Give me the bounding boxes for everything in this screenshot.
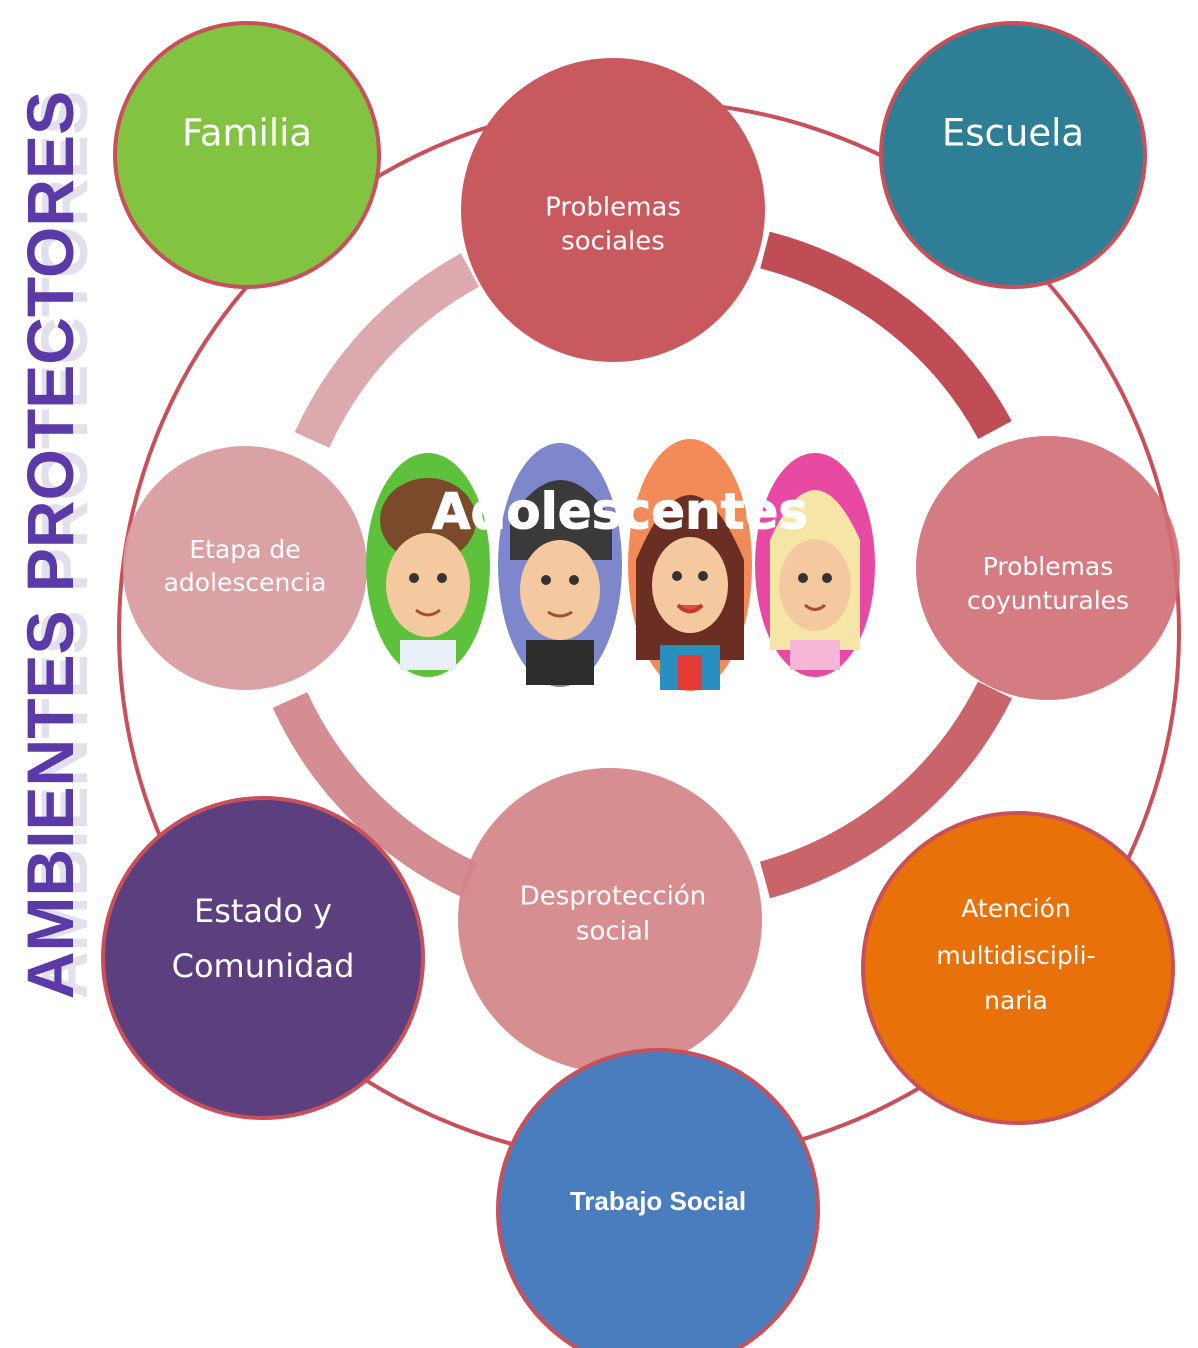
etapa-label-1: Etapa de bbox=[189, 535, 300, 564]
outer-node-escuela: Escuela bbox=[879, 21, 1147, 289]
problemas-sociales-label-1: Problemas bbox=[545, 193, 681, 223]
etapa-label-2: adolescencia bbox=[164, 568, 327, 597]
adolescent-girl-2-avatar bbox=[755, 453, 875, 677]
inner-node-etapa-adolescencia: Etapa de adolescencia bbox=[123, 446, 367, 690]
estado-label-1: Estado y bbox=[194, 892, 332, 930]
outer-node-estado-comunidad: Estado y Comunidad bbox=[101, 796, 425, 1120]
problemas-sociales-label-2: sociales bbox=[561, 227, 665, 257]
outer-node-atencion-multidisciplinaria: Atención multidiscipli- naria bbox=[861, 811, 1175, 1125]
inner-node-desproteccion-social: Desprotección social bbox=[458, 768, 762, 1072]
atencion-label-1: Atención bbox=[961, 894, 1071, 923]
desproteccion-label-2: social bbox=[576, 917, 650, 947]
adolescent-girl-1-avatar bbox=[628, 439, 752, 691]
atencion-label-2: multidiscipli- bbox=[936, 941, 1095, 970]
adolescent-boy-2-avatar bbox=[498, 443, 622, 687]
center-title: Adolescentes bbox=[432, 483, 808, 541]
coyunturales-label-2: coyunturales bbox=[967, 586, 1129, 615]
inner-node-problemas-coyunturales: Problemas coyunturales bbox=[916, 436, 1180, 700]
inner-node-problemas-sociales: Problemas sociales bbox=[461, 58, 765, 362]
desproteccion-label-1: Desprotección bbox=[520, 882, 706, 912]
estado-label-2: Comunidad bbox=[172, 947, 355, 985]
atencion-label-3: naria bbox=[984, 986, 1048, 1015]
coyunturales-label-1: Problemas bbox=[983, 552, 1114, 581]
outer-node-trabajo-social: Trabajo Social bbox=[496, 1048, 820, 1348]
escuela-label: Escuela bbox=[942, 112, 1084, 155]
trabajo-social-label: Trabajo Social bbox=[570, 1186, 746, 1216]
outer-node-familia: Familia bbox=[113, 21, 381, 289]
adolescent-boy-1-avatar bbox=[366, 453, 490, 677]
familia-label: Familia bbox=[182, 112, 312, 155]
inner-cycle-ring bbox=[272, 231, 1013, 899]
adolescents-illustration: Adolescentes bbox=[366, 439, 875, 691]
